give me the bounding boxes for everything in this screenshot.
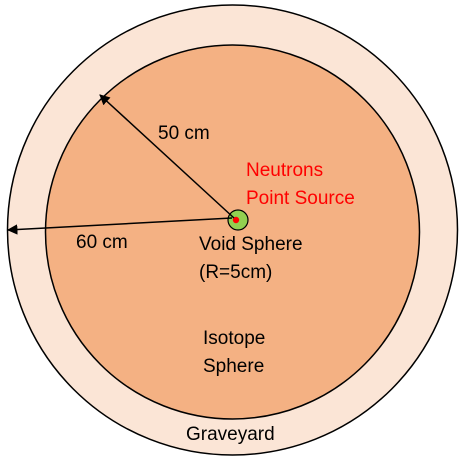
isotope-sphere-label-line2: Sphere	[203, 356, 264, 377]
outer-radius-arrow	[6, 217, 233, 235]
source-label-line1: Neutrons	[246, 160, 323, 181]
neutron-source-dot	[232, 216, 240, 224]
isotope-sphere-label-line1: Isotope	[203, 328, 265, 349]
outer-radius-label: 60 cm	[76, 232, 128, 253]
isotope-sphere-circle	[44, 44, 421, 420]
source-label-line2: Point Source	[246, 188, 355, 209]
inner-radius-arrow	[99, 94, 235, 219]
graveyard-label: Graveyard	[186, 424, 275, 445]
inner-radius-label: 50 cm	[158, 123, 210, 144]
void-sphere-label-line2: (R=5cm)	[199, 262, 272, 283]
void-sphere-label-line1: Void Sphere	[199, 234, 303, 255]
